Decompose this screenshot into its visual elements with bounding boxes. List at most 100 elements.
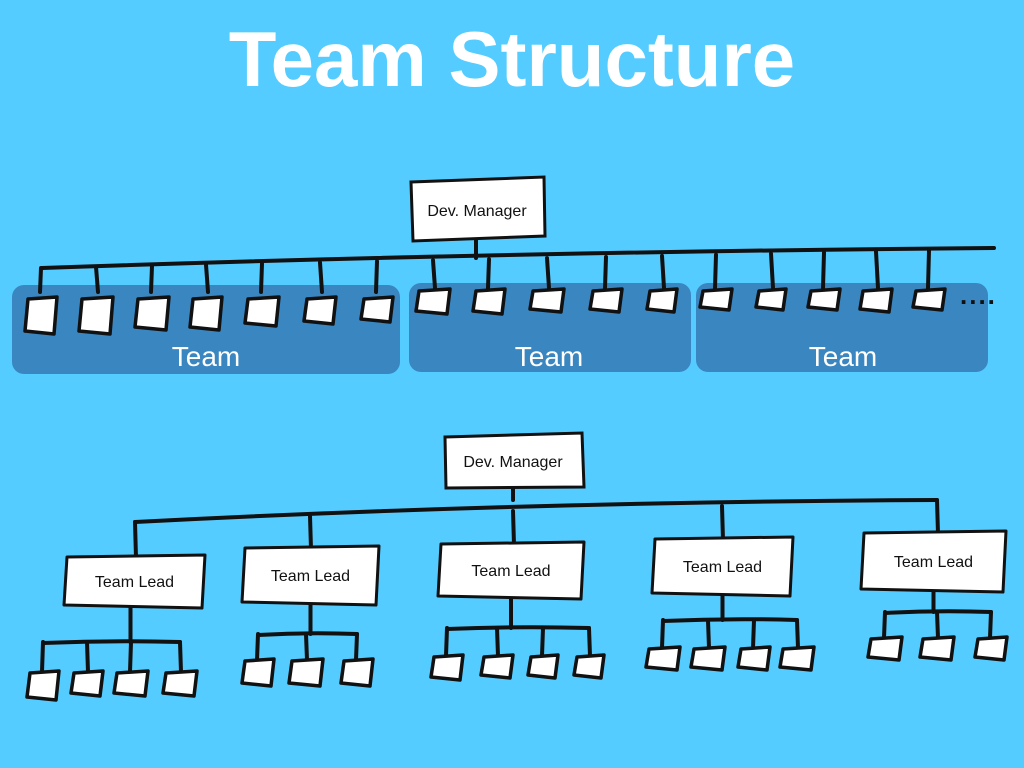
team-lead-label: Team Lead [471, 563, 550, 580]
member-stem [769, 251, 775, 290]
team-labels: Team Team Team [172, 341, 877, 372]
flat-structure-diagram: Dev. Manager .... Team Team Team [12, 175, 997, 374]
team-label: Team [809, 341, 877, 372]
team-member-box [778, 645, 816, 672]
sub-team-member-boxes [25, 635, 1009, 702]
member-stem [587, 626, 592, 658]
team-member-box [806, 287, 842, 312]
member-stem [431, 258, 437, 290]
member-stem [318, 260, 324, 294]
team-member-box [471, 287, 507, 316]
dev-manager-box [409, 175, 547, 243]
team-lead-label: Team Lead [95, 574, 174, 591]
member-stem [486, 257, 491, 290]
team-member-box [243, 295, 281, 328]
member-stem [660, 253, 666, 290]
lead-horizontal-connector [133, 498, 939, 524]
team-member-box [736, 645, 772, 672]
team-member-boxes [23, 287, 947, 336]
member-stems [38, 248, 931, 294]
team-member-box [23, 295, 59, 336]
member-stem [259, 261, 264, 294]
team-member-box [588, 287, 624, 314]
team-member-box [69, 669, 105, 698]
member-stem [85, 640, 90, 674]
team-member-box [188, 295, 224, 332]
member-stem [751, 618, 756, 650]
member-stem [204, 262, 210, 294]
team-member-box [645, 287, 679, 314]
slide-title: Team Structure [228, 15, 796, 103]
team-member-box [973, 635, 1009, 662]
sub-team-bus [661, 617, 799, 623]
team-member-box [133, 295, 171, 332]
member-stem [988, 610, 993, 640]
member-stem [874, 249, 880, 290]
lead-stem [133, 520, 138, 560]
team-member-box [161, 669, 199, 698]
dev-manager-label: Dev. Manager [427, 203, 527, 220]
team-member-box [644, 645, 682, 672]
bottom-connectors [40, 484, 993, 674]
team-lead-box [240, 544, 381, 607]
member-stem [128, 640, 133, 674]
top-manager-box: Dev. Manager [409, 175, 547, 243]
lead-stem [720, 504, 725, 542]
team-member-box [689, 645, 727, 672]
team-lead-label: Team Lead [894, 554, 973, 571]
member-stem [94, 264, 100, 294]
team-label: Team [172, 341, 240, 372]
team-member-box [858, 287, 894, 314]
team-member-box [572, 653, 606, 680]
team-member-box [25, 669, 61, 702]
team-lead-box [859, 529, 1008, 594]
top-horizontal-connector [40, 246, 996, 270]
team-member-box [479, 653, 515, 680]
dev-manager-label: Dev. Manager [463, 454, 563, 471]
team-lead-label: Team Lead [271, 568, 350, 585]
sub-team-connectors [40, 588, 993, 674]
member-stem [926, 248, 931, 290]
lead-stems [133, 498, 940, 560]
team-lead-box [650, 535, 795, 598]
member-stem [882, 610, 887, 640]
member-stem [660, 618, 665, 650]
team-member-box [698, 287, 734, 312]
continuation-dots: .... [960, 280, 997, 310]
member-stem [795, 618, 800, 650]
member-stem [178, 640, 183, 674]
member-stem [40, 640, 45, 674]
team-member-box [918, 635, 956, 662]
top-connectors [38, 238, 996, 294]
member-stem [354, 632, 359, 662]
team-member-box [287, 657, 325, 688]
team-member-box [339, 657, 375, 688]
lead-stem [308, 514, 313, 551]
team-member-box [240, 657, 276, 688]
member-stem [495, 626, 500, 658]
team-member-box [866, 635, 904, 662]
member-stem [255, 632, 260, 662]
team-member-box [754, 287, 788, 312]
member-stem [304, 632, 309, 662]
team-member-box [526, 653, 560, 680]
dev-manager-box [443, 431, 586, 490]
lead-stem [511, 509, 516, 547]
team-label: Team [515, 341, 583, 372]
team-member-box [528, 287, 566, 314]
team-member-box [77, 295, 115, 336]
bottom-manager-box: Dev. Manager [443, 431, 586, 490]
member-stem [545, 256, 551, 290]
sub-team-bus [41, 639, 182, 645]
team-member-box [429, 653, 465, 682]
team-lead-box [62, 553, 207, 610]
member-stem [706, 618, 711, 650]
member-stem [821, 250, 826, 290]
member-stem [603, 255, 608, 290]
team-member-box [359, 295, 395, 324]
team-lead-label: Team Lead [683, 559, 762, 576]
member-stem [149, 263, 154, 294]
